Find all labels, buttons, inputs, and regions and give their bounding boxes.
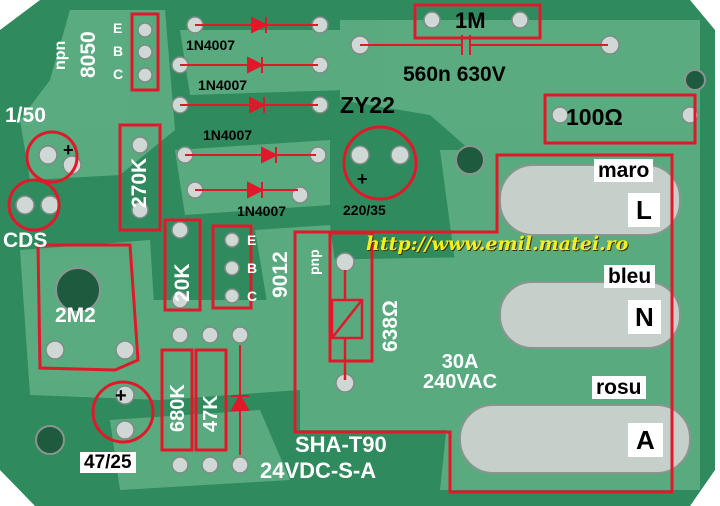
pin-b-label-top: B xyxy=(113,43,124,59)
cds-sensor-label: CDS xyxy=(3,229,48,252)
pin-c-label-mid: C xyxy=(247,288,258,304)
plus-sign-220-35: + xyxy=(357,169,368,189)
capacitor-1-50-label: 1/50 xyxy=(5,104,46,127)
plus-sign-1-50: + xyxy=(63,140,74,160)
terminal-l-label: L xyxy=(628,193,660,227)
resistor-1m-label: 1M xyxy=(455,8,486,33)
relay-model-label: SHA-T90 xyxy=(295,432,387,457)
resistor-270k-label: 270K xyxy=(128,157,151,208)
diode-4-label: 1N4007 xyxy=(237,203,287,219)
pnp-type-label: pnp xyxy=(306,249,322,275)
diode-3-label: 1N4007 xyxy=(203,127,253,143)
plus-sign-47-25: + xyxy=(115,385,127,407)
diode-symbols xyxy=(180,16,608,455)
terminal-a-label: A xyxy=(628,423,663,457)
resistor-47k-label: 47K xyxy=(200,395,222,432)
diode-2-label: 1N4007 xyxy=(198,77,248,93)
terminal-maro-label: maro xyxy=(594,159,654,182)
component-outlines xyxy=(7,3,697,494)
terminal-rosu-label: rosu xyxy=(592,376,646,399)
transistor-9012-label: 9012 xyxy=(269,251,292,298)
relay-coil-label: 638Ω xyxy=(379,300,402,352)
relay-coil-symbol xyxy=(330,270,364,380)
resistor-680k-label: 680K xyxy=(167,384,189,432)
relay-voltage-label: 24VDC-S-A xyxy=(260,458,377,483)
resistor-100-label: 100Ω xyxy=(566,104,623,130)
pin-e-label-top: E xyxy=(113,20,123,36)
pin-c-label-top: C xyxy=(113,66,124,82)
solder-pads xyxy=(35,69,706,474)
terminal-bleu-label: bleu xyxy=(604,265,656,288)
zener-label: ZY22 xyxy=(340,92,395,118)
capacitor-560n-label: 560n 630V xyxy=(403,63,506,86)
resistor-20k-label: 20K xyxy=(171,263,194,302)
capacitor-220-35-label: 220/35 xyxy=(343,202,386,218)
watermark-url: http://www.emil.matei.ro xyxy=(366,233,629,255)
resistor-2m2-label: 2M2 xyxy=(55,304,96,327)
pin-b-label-mid: B xyxy=(247,260,258,276)
capacitor-47-25-label: 47/25 xyxy=(80,452,136,473)
terminal-n-label: N xyxy=(628,300,661,334)
transistor-8050-label: 8050 xyxy=(77,31,100,78)
pin-e-label-mid: E xyxy=(247,232,257,248)
npn-type-label: npn xyxy=(52,40,69,70)
relay-rating-label: 30A 240VAC xyxy=(423,351,498,393)
diode-1-label: 1N4007 xyxy=(186,37,236,53)
